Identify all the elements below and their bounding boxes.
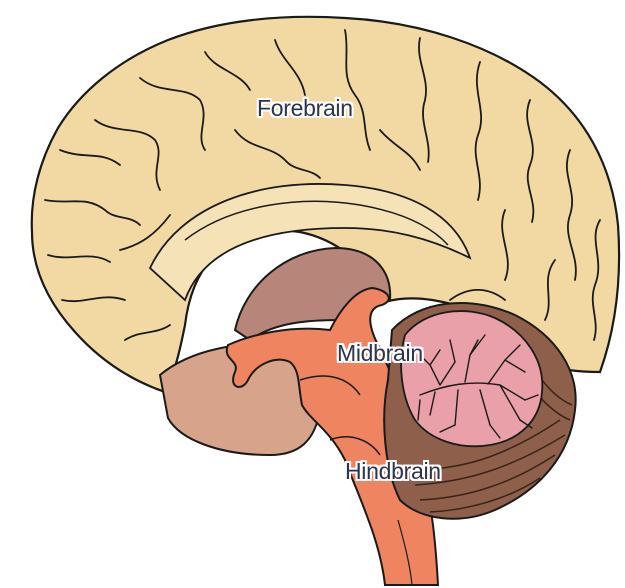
forebrain-label: Forebrain — [257, 95, 353, 122]
hindbrain-label: Hindbrain — [345, 458, 441, 485]
midbrain-label: Midbrain — [337, 340, 423, 367]
